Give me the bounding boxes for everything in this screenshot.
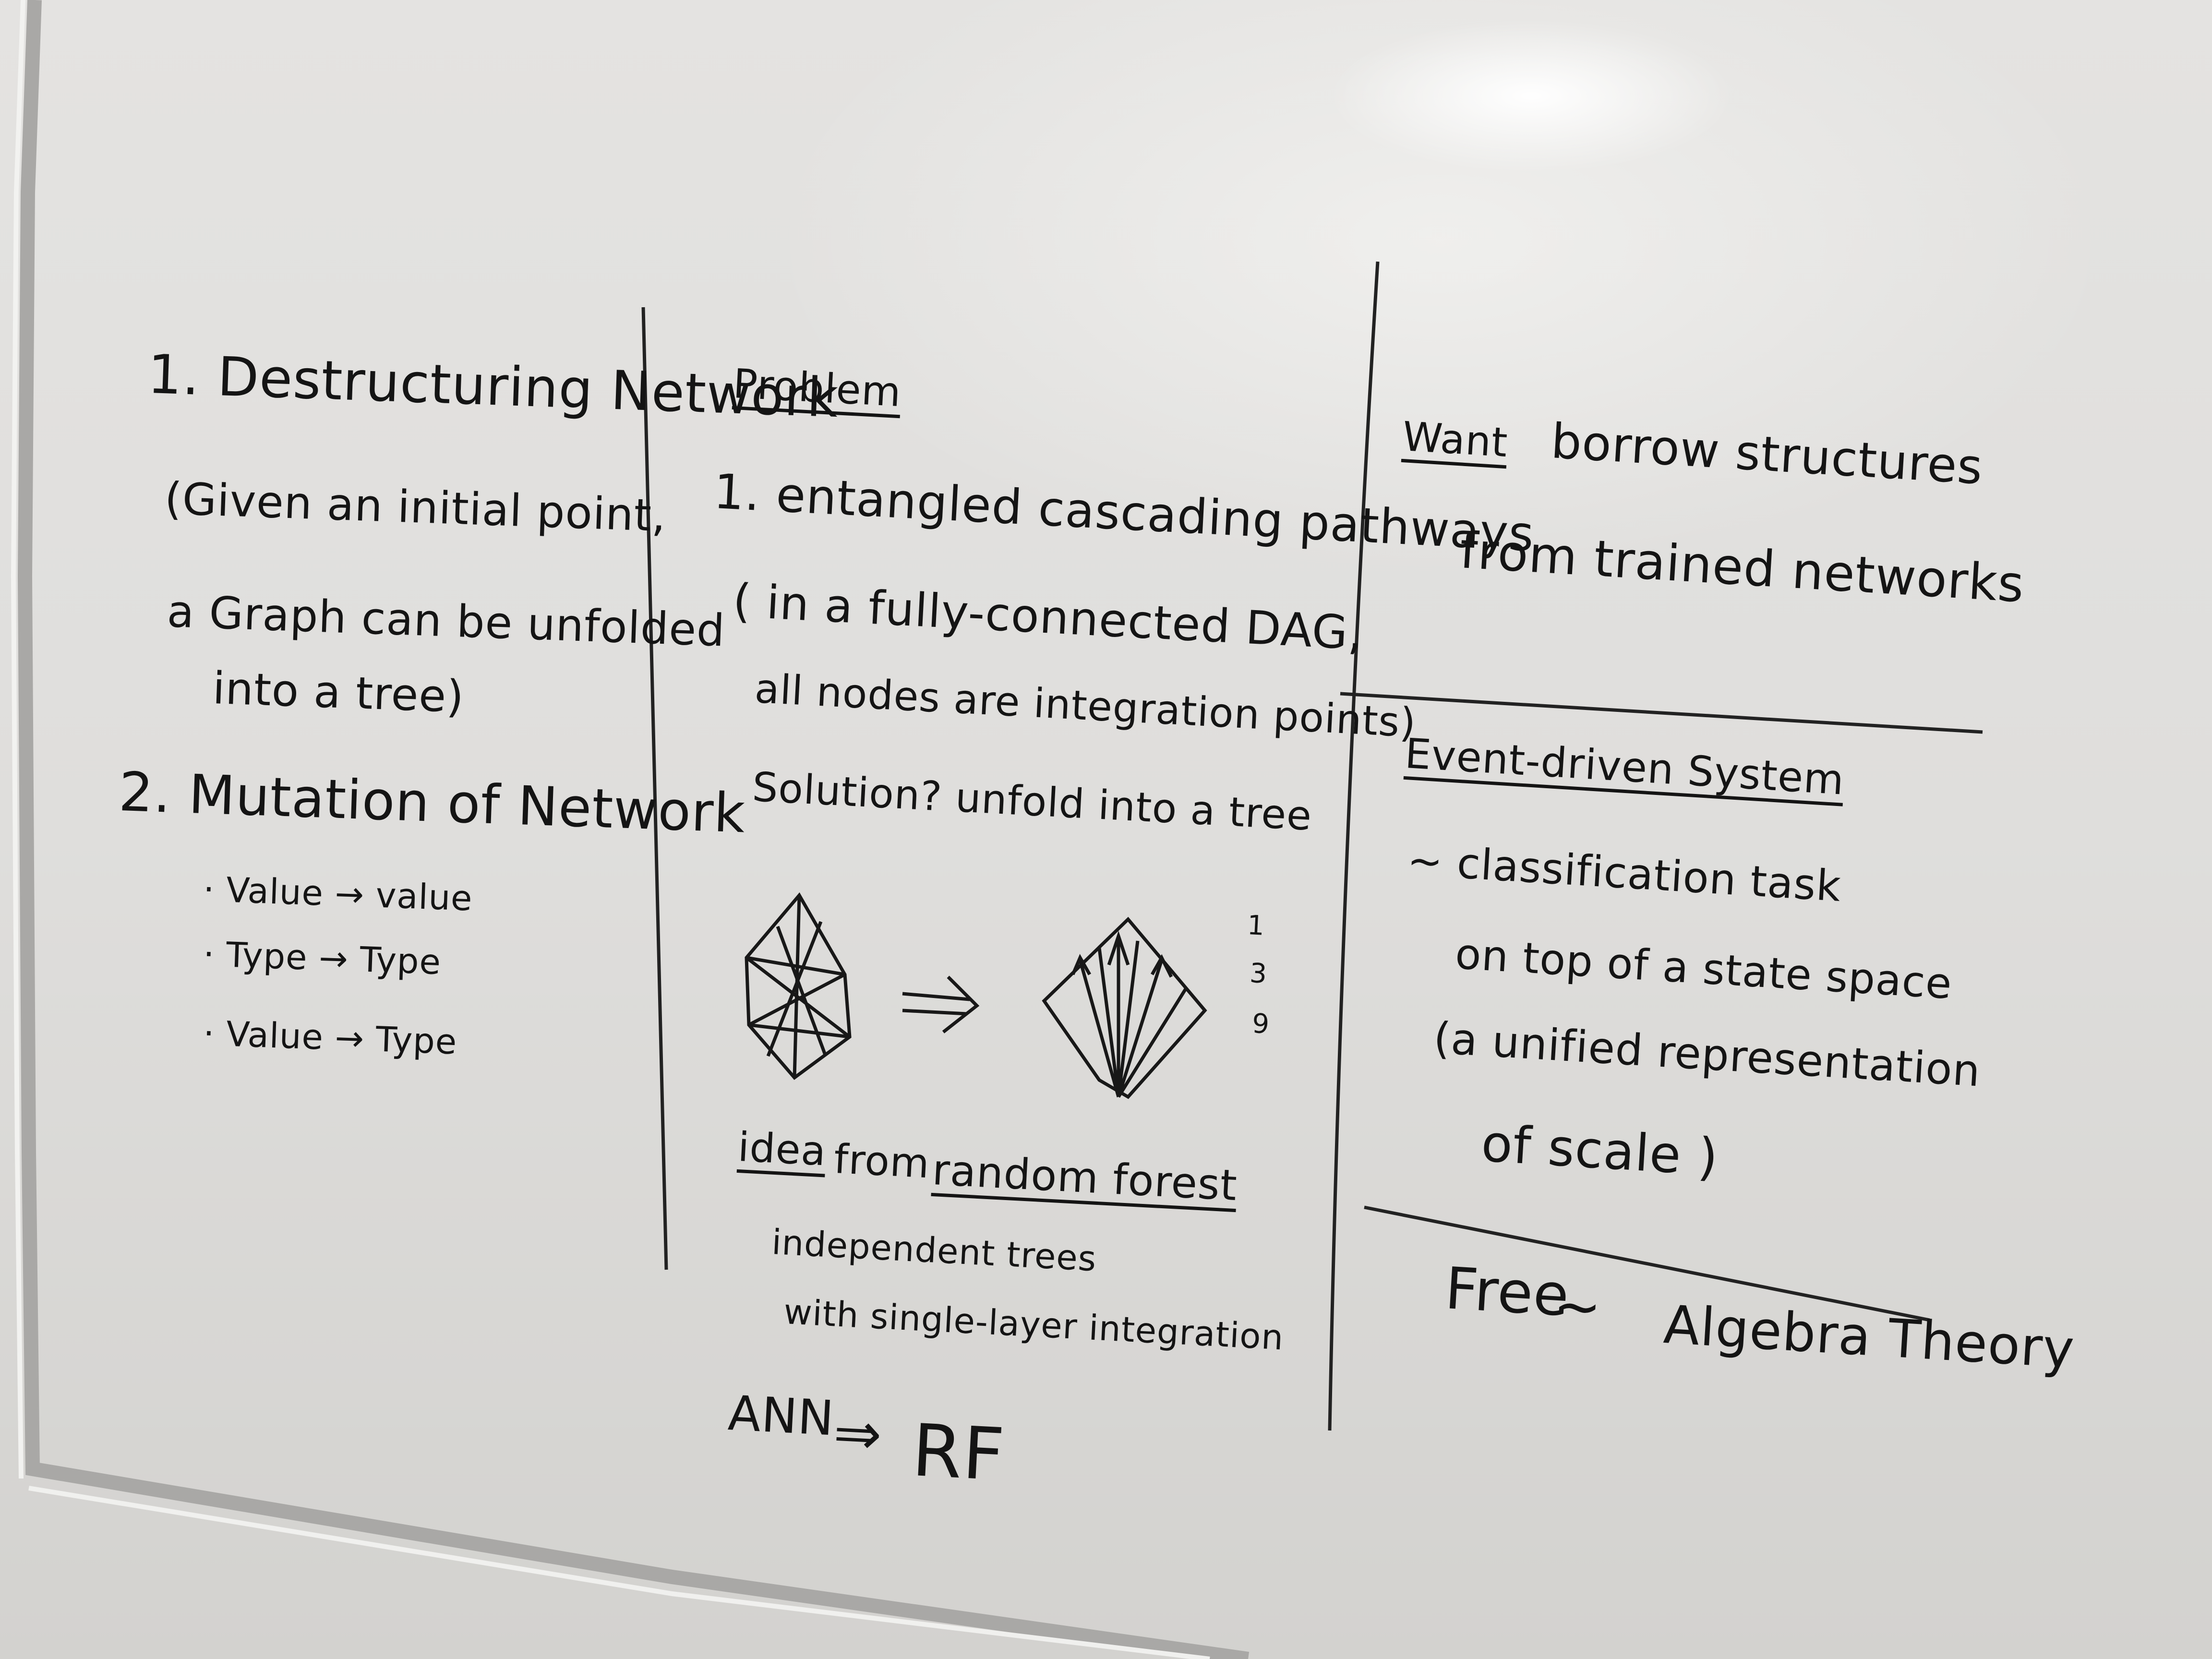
side-number-9: 9 <box>1251 1008 1271 1040</box>
tree-sketch <box>1042 916 1207 1099</box>
idea-label: idea <box>736 1123 828 1175</box>
divider-right-bottom <box>1364 1205 1930 1322</box>
dag-graph-sketch <box>745 892 852 1080</box>
divider-right <box>1328 261 1380 1431</box>
side-number-3: 3 <box>1249 958 1268 990</box>
ann-label: ANN <box>726 1385 836 1447</box>
implies-arrow <box>902 975 980 1034</box>
side-number-1: 1 <box>1246 910 1266 942</box>
idea-from: from <box>832 1135 931 1188</box>
want-label: Want <box>1401 413 1509 467</box>
free-tilde: ~ <box>1551 1272 1604 1342</box>
divider-left <box>641 307 668 1270</box>
divider-right-top <box>1340 692 1983 734</box>
ann-implies-arrow: ⇒ <box>831 1399 884 1469</box>
rf-label: RF <box>910 1409 1007 1497</box>
